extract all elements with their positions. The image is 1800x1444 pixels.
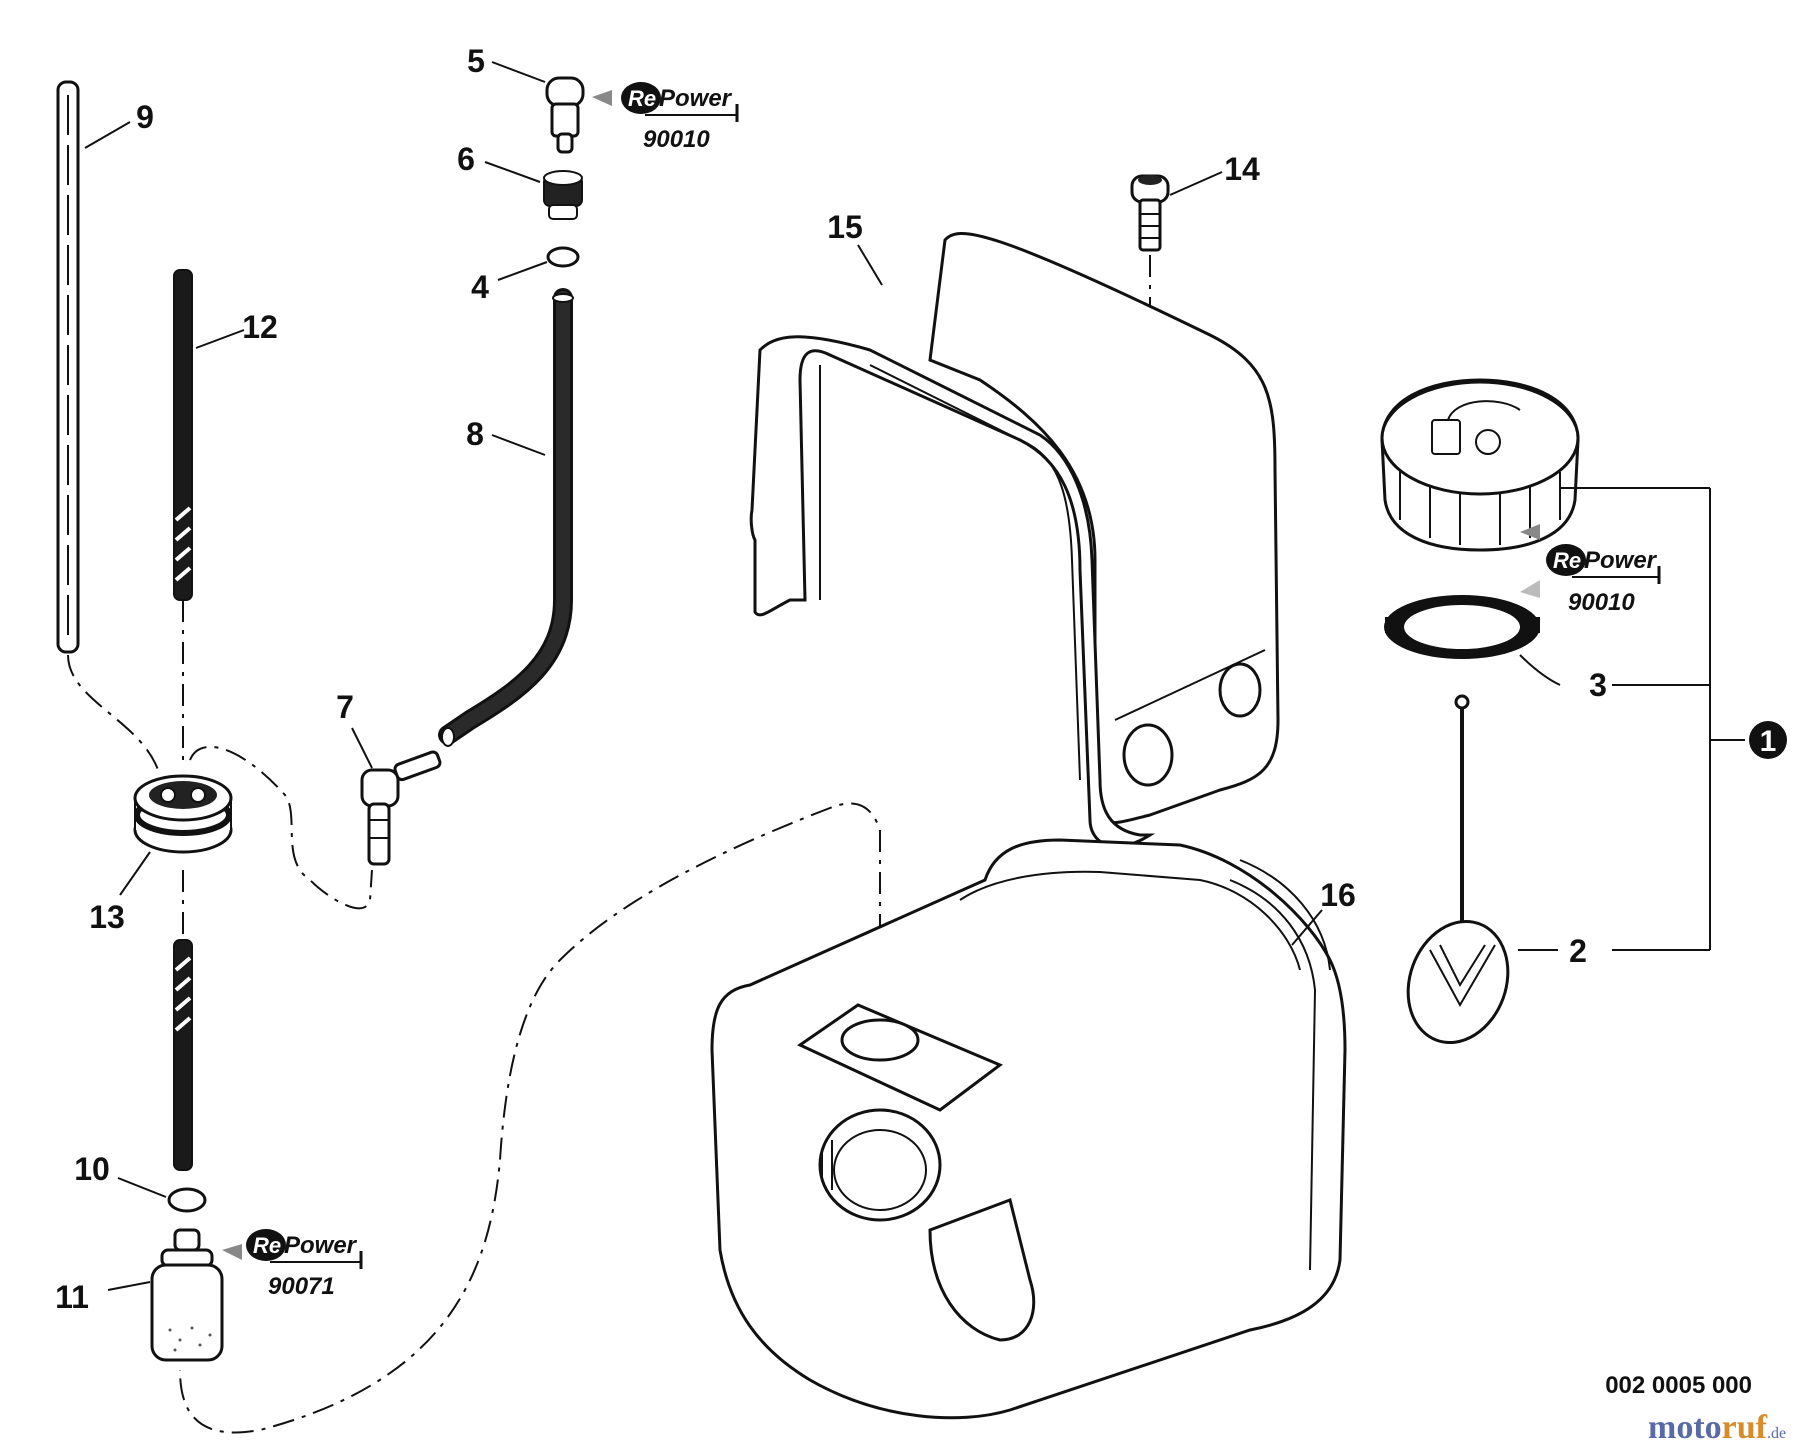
- callout-4: 4: [471, 269, 489, 305]
- part-5-nipple: [491, 61, 585, 154]
- callout-7: 7: [336, 689, 354, 725]
- watermark-tld: .de: [1767, 1425, 1786, 1442]
- group-marker-circle: [1749, 721, 1787, 759]
- part-10-circlip: [117, 1177, 207, 1213]
- repower-logo-power: Power: [1584, 547, 1658, 574]
- callout-15: 15: [827, 209, 863, 245]
- callout-13: 13: [89, 899, 125, 935]
- repower-logo-re: Re: [253, 1233, 281, 1258]
- part-14-bolt: [1130, 171, 1223, 252]
- part-8-fuel-hose: [438, 288, 574, 747]
- callout-2: 2: [1569, 933, 1587, 969]
- repower-logo-re: Re: [1553, 548, 1581, 573]
- repower-code-part11: 90071: [268, 1273, 335, 1300]
- callout-labels: 9 12 13 10 11 5 6 4 8 7 14 15 16 3 2: [55, 43, 1607, 1315]
- callout-8: 8: [466, 416, 484, 452]
- repower-badge-cap: Re Power 90010: [1520, 524, 1661, 616]
- part-16-fuel-tank: [710, 838, 1347, 1420]
- repower-badge-part11: Re Power 90071: [222, 1229, 363, 1300]
- watermark: motoruf.de: [1648, 1409, 1786, 1444]
- part-9-rod: [56, 80, 131, 654]
- repower-code-part5: 90010: [643, 126, 710, 153]
- repower-logo-re: Re: [628, 86, 656, 111]
- drawing-reference-number: 002 0005 000: [1605, 1372, 1752, 1399]
- svg-text:motoruf.de: motoruf.de: [1648, 1409, 1786, 1444]
- part-15-tank-bracket: [749, 232, 1280, 849]
- repower-badge-part5: Re Power 90010: [592, 82, 739, 153]
- callout-6: 6: [457, 141, 475, 177]
- group-marker-number: 1: [1760, 725, 1777, 758]
- callout-3: 3: [1589, 667, 1607, 703]
- part-6-fitting: [484, 161, 583, 220]
- part-3-cap-seal: [1384, 595, 1561, 686]
- repower-code-cap: 90010: [1568, 589, 1635, 616]
- part-12-fuel-hose-lower: [173, 939, 193, 1171]
- callout-14: 14: [1224, 151, 1260, 187]
- callout-10: 10: [74, 1151, 110, 1187]
- callout-5: 5: [467, 43, 485, 79]
- part-11-fuel-filter: [107, 1228, 224, 1362]
- repower-logo-power: Power: [284, 1232, 358, 1259]
- callout-16: 16: [1320, 877, 1356, 913]
- fuel-cap: [1380, 378, 1710, 552]
- part-2-tank-strainer: [1406, 694, 1558, 1045]
- callout-12: 12: [242, 309, 278, 345]
- assembly-group-bracket: 1: [1612, 488, 1787, 951]
- callout-9: 9: [136, 99, 154, 135]
- part-7-elbow-connector: [351, 727, 442, 866]
- repower-logo-power: Power: [659, 85, 733, 112]
- part-12-fuel-hose: [173, 269, 245, 601]
- part-4-o-ring: [497, 246, 580, 281]
- watermark-brand-part-a: moto: [1648, 1409, 1722, 1444]
- watermark-brand-part-b: ruf: [1722, 1409, 1768, 1444]
- callout-11: 11: [55, 1279, 89, 1315]
- part-13-grommet: [119, 774, 233, 896]
